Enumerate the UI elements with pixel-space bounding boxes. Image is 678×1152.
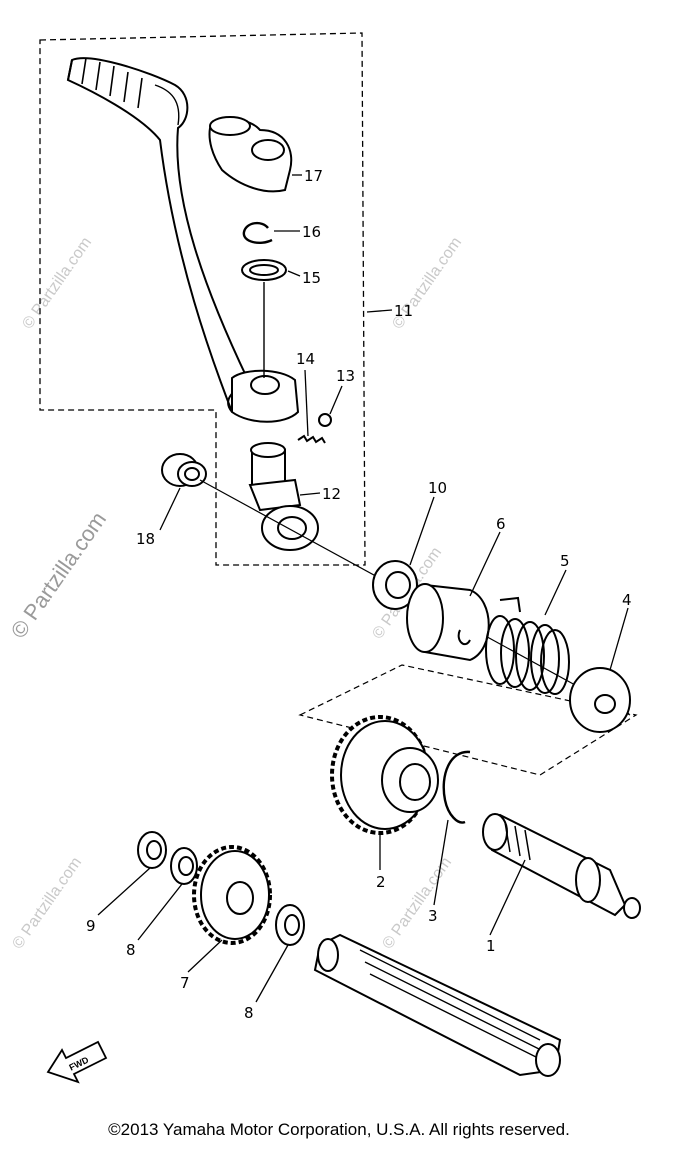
callout-2: 2	[376, 873, 386, 891]
part-13-ball	[318, 413, 332, 427]
callout-17: 17	[304, 167, 323, 185]
watermark: © Partzilla.com	[379, 854, 455, 952]
part-18-bushing	[161, 453, 207, 487]
callout-1: 1	[486, 937, 496, 955]
part-1-kick-axle	[482, 813, 641, 919]
callout-4: 4	[622, 591, 632, 609]
watermark-large: © Partzilla.com	[6, 507, 112, 643]
gear-group-outline	[298, 664, 638, 776]
main-shaft	[313, 933, 562, 1077]
part-8-washer	[170, 847, 198, 885]
callout-9: 9	[86, 917, 96, 935]
callout-18: 18	[136, 530, 155, 548]
part-2-gear	[330, 715, 439, 835]
part-10-seal	[372, 560, 418, 610]
callout-12: 12	[322, 485, 341, 503]
part-17-boot	[208, 116, 293, 193]
callout-8-lower: 8	[244, 1004, 254, 1022]
part-7-gear	[192, 845, 272, 945]
callout-7: 7	[180, 974, 190, 992]
part-16-clip	[242, 221, 273, 244]
part-8-washer-lower	[275, 904, 305, 946]
callout-16: 16	[302, 223, 321, 241]
part-4-washer	[569, 667, 631, 733]
callout-5: 5	[560, 552, 570, 570]
fwd-arrow-icon: FWD	[46, 1040, 108, 1084]
callout-10: 10	[428, 479, 447, 497]
callout-8: 8	[126, 941, 136, 959]
part-15-washer	[241, 259, 287, 281]
part-12-boss	[248, 442, 319, 551]
callout-6: 6	[496, 515, 506, 533]
callouts: 17 16 15 11 14 13 12 18 10 6 5 4 2 3 1 9…	[86, 167, 632, 1022]
part-3-circlip	[442, 750, 471, 824]
leader-lines	[97, 174, 629, 1003]
assembly-outline-11	[39, 32, 366, 566]
part-5-spring	[485, 596, 570, 695]
callout-14: 14	[296, 350, 315, 368]
callout-15: 15	[302, 269, 321, 287]
copyright-notice: ©2013 Yamaha Motor Corporation, U.S.A. A…	[108, 1120, 570, 1139]
callout-11: 11	[394, 302, 413, 320]
part-14-spring	[297, 434, 326, 444]
part-6-cylinder	[406, 583, 490, 662]
watermark: © Partzilla.com	[9, 854, 85, 952]
part-9-washer	[137, 831, 167, 869]
callout-13: 13	[336, 367, 355, 385]
watermark: © Partzilla.com	[19, 234, 95, 332]
callout-3: 3	[428, 907, 438, 925]
kick-lever	[66, 57, 300, 423]
